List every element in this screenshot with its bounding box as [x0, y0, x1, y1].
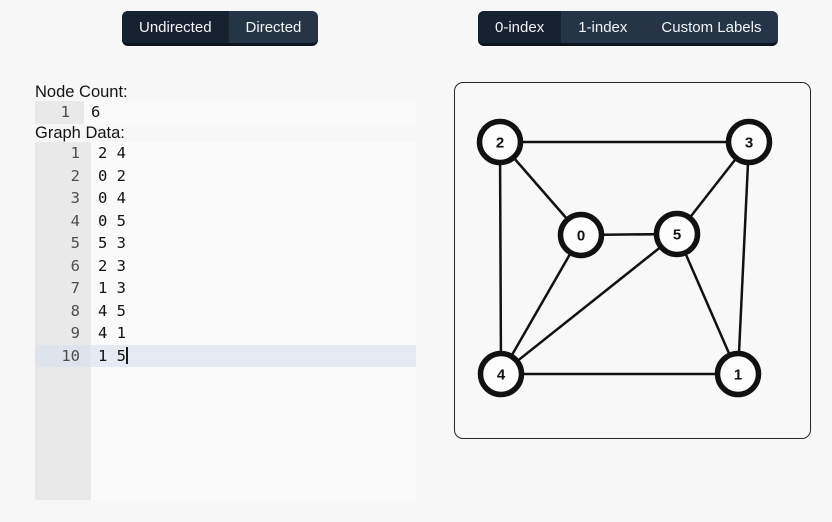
editor-line[interactable]: 7 1 3: [35, 277, 416, 300]
toggle-option-1-index[interactable]: 1-index: [578, 18, 628, 36]
code-line[interactable]: 6: [91, 103, 101, 121]
line-number: 1: [60, 103, 70, 121]
graph-edge-0-4: [499, 234, 583, 375]
code-line[interactable]: 1 5: [91, 344, 416, 367]
line-number: 1: [70, 144, 80, 162]
graph-node-3[interactable]: 3: [725, 118, 773, 166]
line-number: 10: [35, 344, 91, 367]
editor-line[interactable]: 1 2 4: [35, 142, 416, 165]
line-number: 9: [70, 324, 80, 342]
code-line[interactable]: 0 2: [98, 166, 126, 185]
labeling-toggle-group: 0-index 1-index Custom Labels: [478, 11, 779, 46]
toggle-option-0-index[interactable]: 0-index: [478, 11, 562, 43]
line-number: 2: [70, 166, 80, 185]
editor-line[interactable]: 9 4 1: [35, 322, 416, 345]
line-number-gutter: [35, 101, 84, 124]
editor-line[interactable]: 6 2 3: [35, 255, 416, 278]
editor-line[interactable]: 3 0 4: [35, 187, 416, 210]
code-line[interactable]: 0 4: [98, 189, 126, 207]
code-line[interactable]: 2 3: [98, 256, 126, 275]
node-circle[interactable]: [714, 350, 762, 398]
code-line[interactable]: 4 5: [98, 301, 126, 320]
node-circle[interactable]: [557, 211, 605, 259]
graph-node-5[interactable]: 5: [653, 210, 701, 258]
graph-node-1[interactable]: 1: [714, 350, 762, 398]
toggle-option-undirected[interactable]: Undirected: [122, 11, 229, 43]
text-cursor: [126, 346, 128, 364]
graph-edge-1-3: [736, 141, 751, 375]
code-line[interactable]: 5 3: [98, 234, 126, 252]
graph-edge-1-5: [675, 233, 740, 375]
toggle-option-directed[interactable]: Directed: [245, 18, 302, 36]
node-circle[interactable]: [476, 118, 524, 166]
code-line[interactable]: 0 5: [98, 211, 126, 230]
code-line[interactable]: 1 3: [98, 279, 126, 297]
graph-node-4[interactable]: 4: [477, 350, 525, 398]
graph-node-0[interactable]: 0: [557, 211, 605, 259]
graph-node-2[interactable]: 2: [476, 118, 524, 166]
line-number: 4: [70, 211, 80, 230]
line-number: 6: [70, 256, 80, 275]
node-count-label: Node Count:: [35, 83, 128, 101]
line-number: 7: [70, 279, 80, 297]
code-line[interactable]: 4 1: [98, 324, 126, 342]
node-circle[interactable]: [653, 210, 701, 258]
node-circle[interactable]: [725, 118, 773, 166]
editor-line[interactable]: 4 0 5: [35, 210, 416, 233]
toggle-option-custom-labels[interactable]: Custom Labels: [661, 18, 762, 36]
graph-edge-4-5: [500, 233, 678, 375]
direction-toggle-group: Undirected Directed: [122, 11, 319, 46]
graph-data-label: Graph Data:: [35, 124, 125, 142]
line-number-gutter: [35, 142, 91, 500]
line-number: 3: [70, 189, 80, 207]
line-number: 5: [70, 234, 80, 252]
node-circle[interactable]: [477, 350, 525, 398]
editor-line[interactable]: 2 0 2: [35, 165, 416, 188]
editor-line[interactable]: 8 4 5: [35, 300, 416, 323]
line-number: 8: [70, 301, 80, 320]
code-line[interactable]: 2 4: [98, 144, 126, 162]
editor-line[interactable]: 5 5 3: [35, 232, 416, 255]
graph-edge-2-4: [498, 141, 503, 375]
